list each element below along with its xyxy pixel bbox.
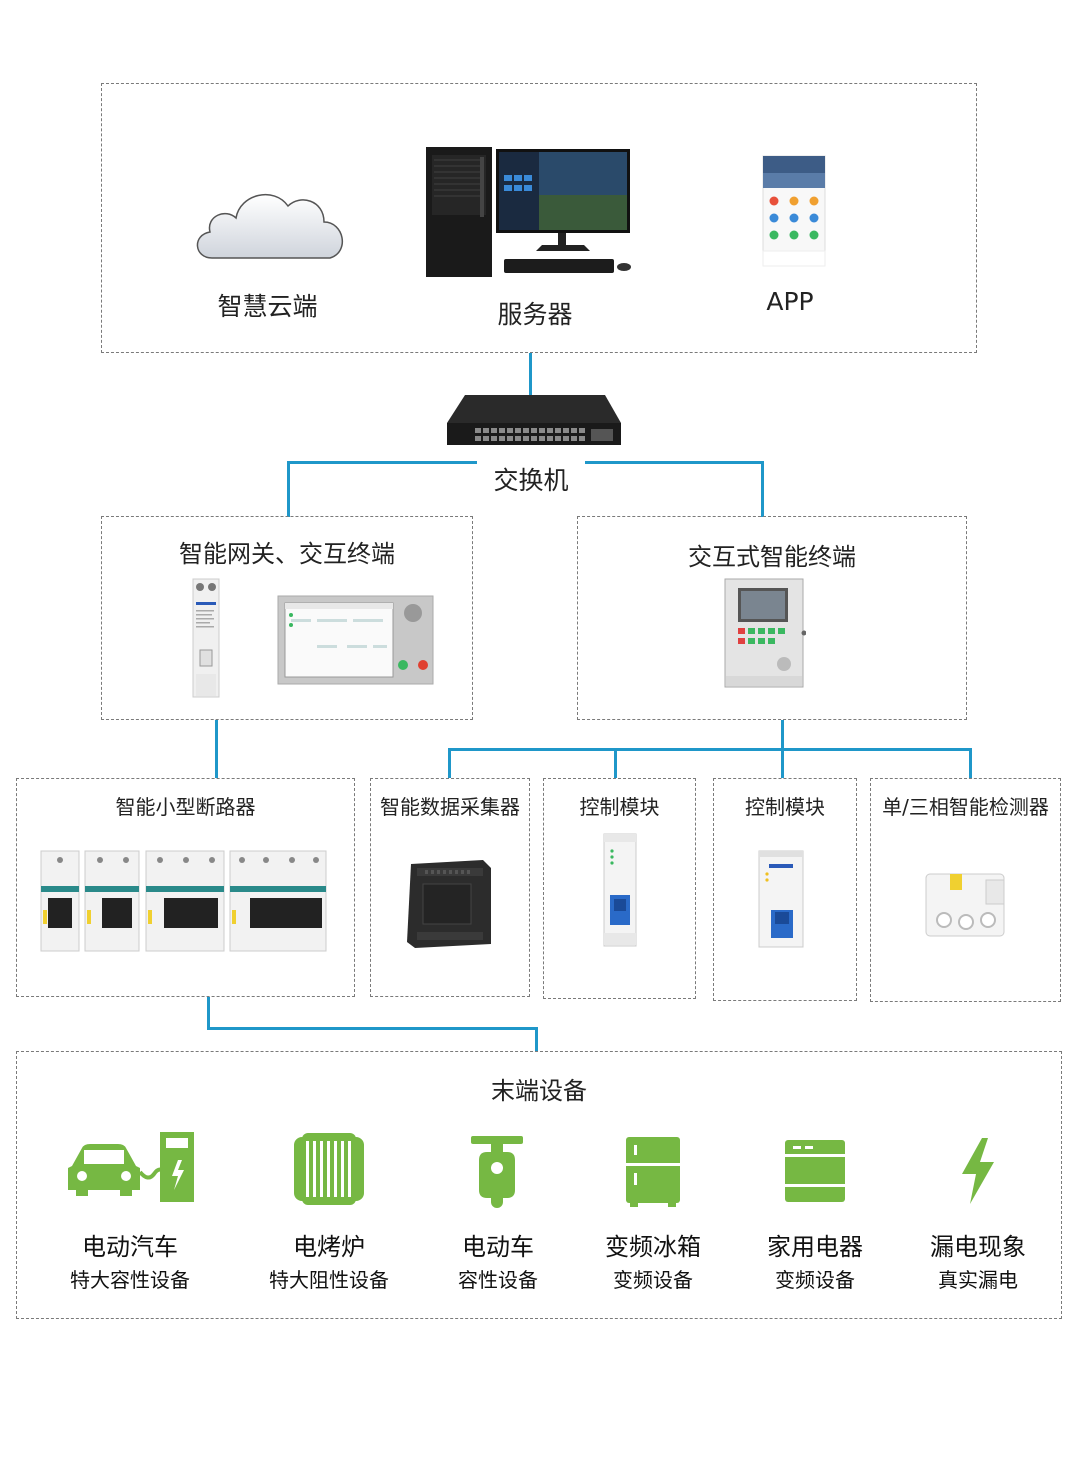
terminal-item-name-fridge: 变频冰箱 [605,1233,701,1261]
gateway-module-image [192,578,220,698]
device-box-control-1 [543,778,696,999]
app-label: APP [766,287,814,316]
device-box-detector [870,778,1061,1002]
interactive-terminal-title: 交互式智能终端 [688,543,856,571]
detector-image [925,873,1005,937]
data-collector-image [407,860,491,948]
device-title-control-2: 控制模块 [745,795,825,819]
server-label: 服务器 [497,300,573,329]
connector-breaker-down [207,997,210,1030]
connector-breaker-across [207,1027,538,1030]
connector-switch-right-drop [761,461,764,517]
connector-bus-drop-2 [614,748,617,778]
ev-charging-icon [68,1132,194,1202]
connector-bus-drop-4 [969,748,972,778]
control-module-2-image [758,850,804,948]
terminal-item-name-appliance: 家用电器 [767,1233,863,1261]
connector-device-bus [448,748,972,751]
cloud-region-box [101,83,977,353]
device-title-detector: 单/三相智能检测器 [882,795,1049,819]
control-module-1-image [603,833,637,947]
heater-icon [294,1133,364,1205]
device-box-control-2 [713,778,857,1001]
terminal-item-sub-scooter: 容性设备 [458,1268,538,1292]
connector-bus-drop-1 [448,748,451,778]
interactive-terminal-box [577,516,967,720]
gateway-title: 智能网关、交互终端 [179,540,395,568]
terminal-item-name-leakage: 漏电现象 [930,1233,1026,1261]
app-phone-image [762,155,826,267]
network-switch-image [447,395,621,445]
server-computer-image [426,147,631,277]
device-box-collector [370,778,530,997]
terminal-title: 末端设备 [491,1077,587,1105]
connector-switch-right [585,461,764,464]
terminal-item-sub-fridge: 变频设备 [613,1268,693,1292]
switch-label: 交换机 [493,466,569,495]
interactive-panel-image [277,595,434,685]
connector-terminal-in [535,1027,538,1051]
fridge-icon [626,1137,680,1207]
cloud-icon [196,193,344,259]
device-box-breaker [16,778,355,997]
cloud-label: 智慧云端 [217,292,318,321]
connector-gateway-down [215,720,218,778]
connector-switch-left [287,461,477,464]
appliance-icon [785,1140,845,1202]
terminal-item-sub-leakage: 真实漏电 [938,1268,1018,1292]
terminal-item-name-scooter: 电动车 [462,1233,534,1261]
connector-bus-drop-3 [781,748,784,778]
connector-switch-left-drop [287,461,290,517]
breakers-image [40,850,327,952]
connector-top-to-switch [529,353,532,395]
lightning-icon [962,1138,994,1204]
device-title-collector: 智能数据采集器 [380,795,520,819]
terminal-item-name-ev: 电动汽车 [82,1233,178,1261]
terminal-devices-box [16,1051,1062,1319]
connector-terminal-down [781,720,784,750]
interactive-terminal-image [724,578,806,688]
terminal-item-name-heater: 电烤炉 [293,1233,365,1261]
device-title-breaker: 智能小型断路器 [115,795,256,819]
scooter-icon [471,1136,523,1208]
gateway-box [101,516,473,720]
terminal-item-sub-appliance: 变频设备 [775,1268,855,1292]
terminal-item-sub-ev: 特大容性设备 [70,1268,190,1292]
device-title-control-1: 控制模块 [579,795,660,819]
terminal-item-sub-heater: 特大阻性设备 [269,1268,389,1292]
